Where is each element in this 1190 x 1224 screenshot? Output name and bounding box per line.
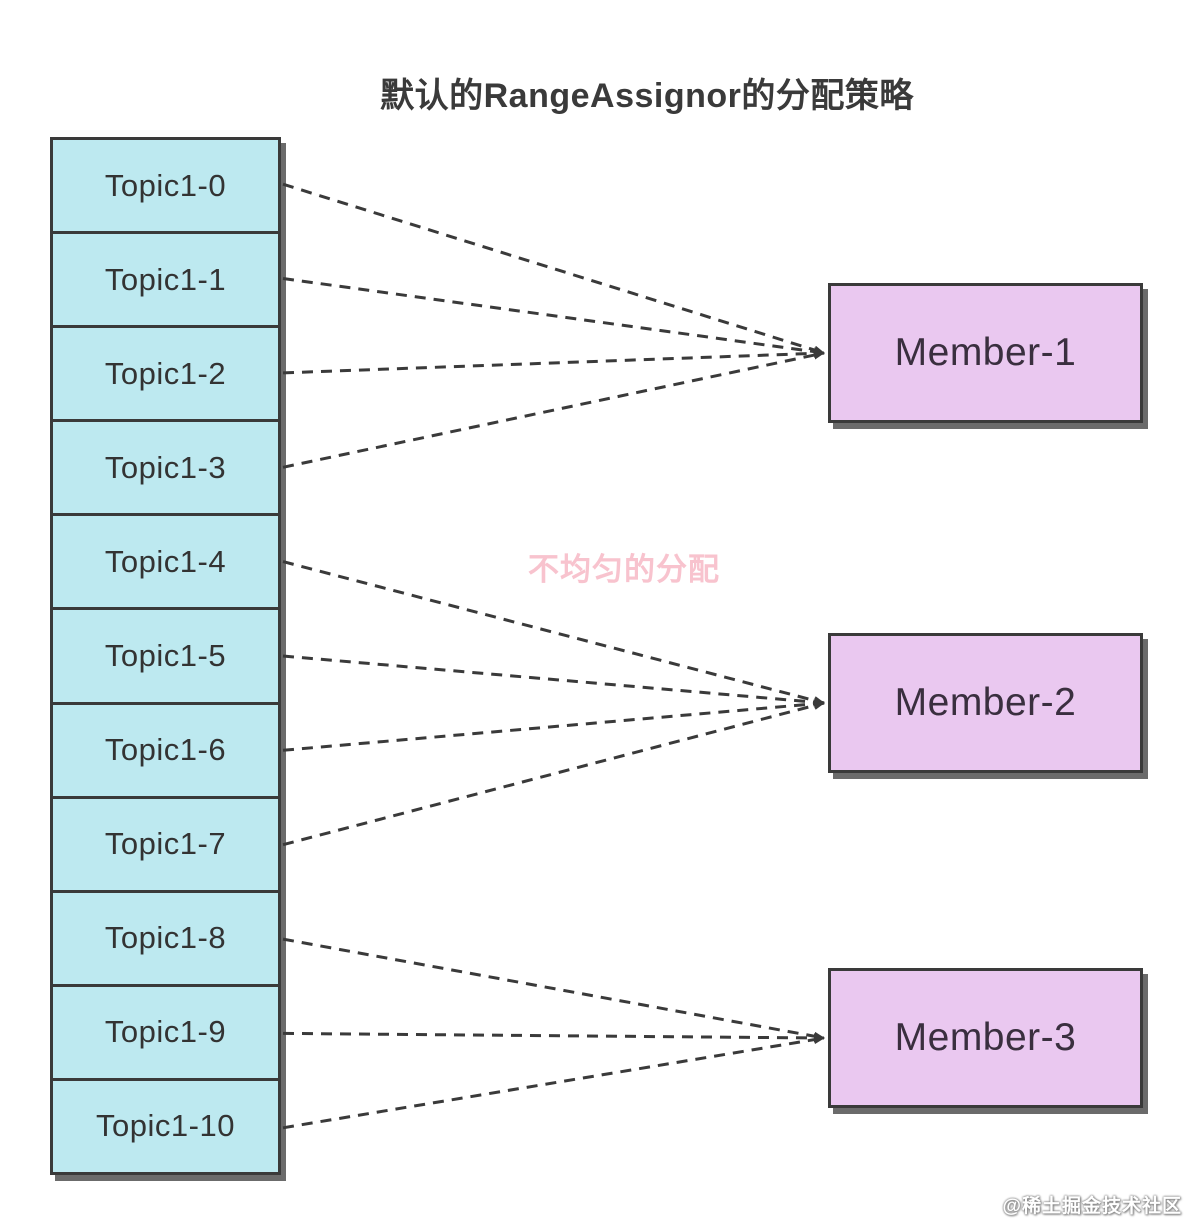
topic-label: Topic1-4 bbox=[104, 543, 227, 579]
topic-label: Topic1-9 bbox=[104, 1014, 227, 1050]
topic-label: Topic1-5 bbox=[104, 638, 227, 674]
assignment-line bbox=[282, 348, 825, 375]
topic-cell: Topic1-2 bbox=[53, 328, 278, 423]
assignment-line bbox=[282, 701, 825, 847]
member-box: Member-2 bbox=[828, 633, 1143, 773]
topic-cell: Topic1-9 bbox=[53, 987, 278, 1081]
assignment-line bbox=[282, 1031, 825, 1043]
topic-label: Topic1-0 bbox=[104, 167, 227, 203]
assignment-line bbox=[282, 277, 825, 357]
assignment-line bbox=[282, 937, 825, 1041]
assignment-line bbox=[282, 182, 825, 355]
topic-cell: Topic1-4 bbox=[53, 516, 278, 611]
member-label: Member-1 bbox=[894, 331, 1077, 374]
topic-label: Topic1-8 bbox=[104, 920, 227, 956]
topic-cell: Topic1-3 bbox=[53, 422, 278, 517]
uneven-assignment-note: 不均匀的分配 bbox=[528, 552, 720, 587]
topic-cell: Topic1-5 bbox=[53, 610, 278, 705]
topic-cell: Topic1-8 bbox=[53, 893, 278, 987]
member-box: Member-1 bbox=[828, 283, 1143, 423]
assignment-line bbox=[282, 654, 825, 707]
diagram-title: 默认的RangeAssignor的分配策略 bbox=[380, 77, 914, 115]
assignment-edges bbox=[282, 182, 825, 1130]
topic-label: Topic1-3 bbox=[104, 449, 227, 485]
topic-cell: Topic1-7 bbox=[53, 799, 278, 893]
topic-label: Topic1-2 bbox=[104, 355, 227, 391]
member-box: Member-3 bbox=[828, 968, 1143, 1108]
assignment-line bbox=[282, 699, 825, 752]
topic-label: Topic1-1 bbox=[104, 261, 227, 297]
assignment-line bbox=[282, 1035, 825, 1130]
member-label: Member-3 bbox=[894, 1016, 1077, 1059]
topic-label: Topic1-6 bbox=[104, 732, 227, 768]
topic-label: Topic1-7 bbox=[104, 826, 227, 862]
member-label: Member-2 bbox=[894, 681, 1077, 724]
topic-cell: Topic1-6 bbox=[53, 705, 278, 799]
assignment-line bbox=[282, 560, 825, 705]
juejin-watermark: @稀土掘金技术社区 bbox=[1002, 1196, 1182, 1217]
topic-cell: Topic1-10 bbox=[53, 1081, 278, 1172]
assignment-line bbox=[282, 350, 825, 469]
topic-cell: Topic1-1 bbox=[53, 234, 278, 329]
topic-label: Topic1-10 bbox=[96, 1108, 235, 1144]
topic-cell: Topic1-0 bbox=[53, 140, 278, 235]
